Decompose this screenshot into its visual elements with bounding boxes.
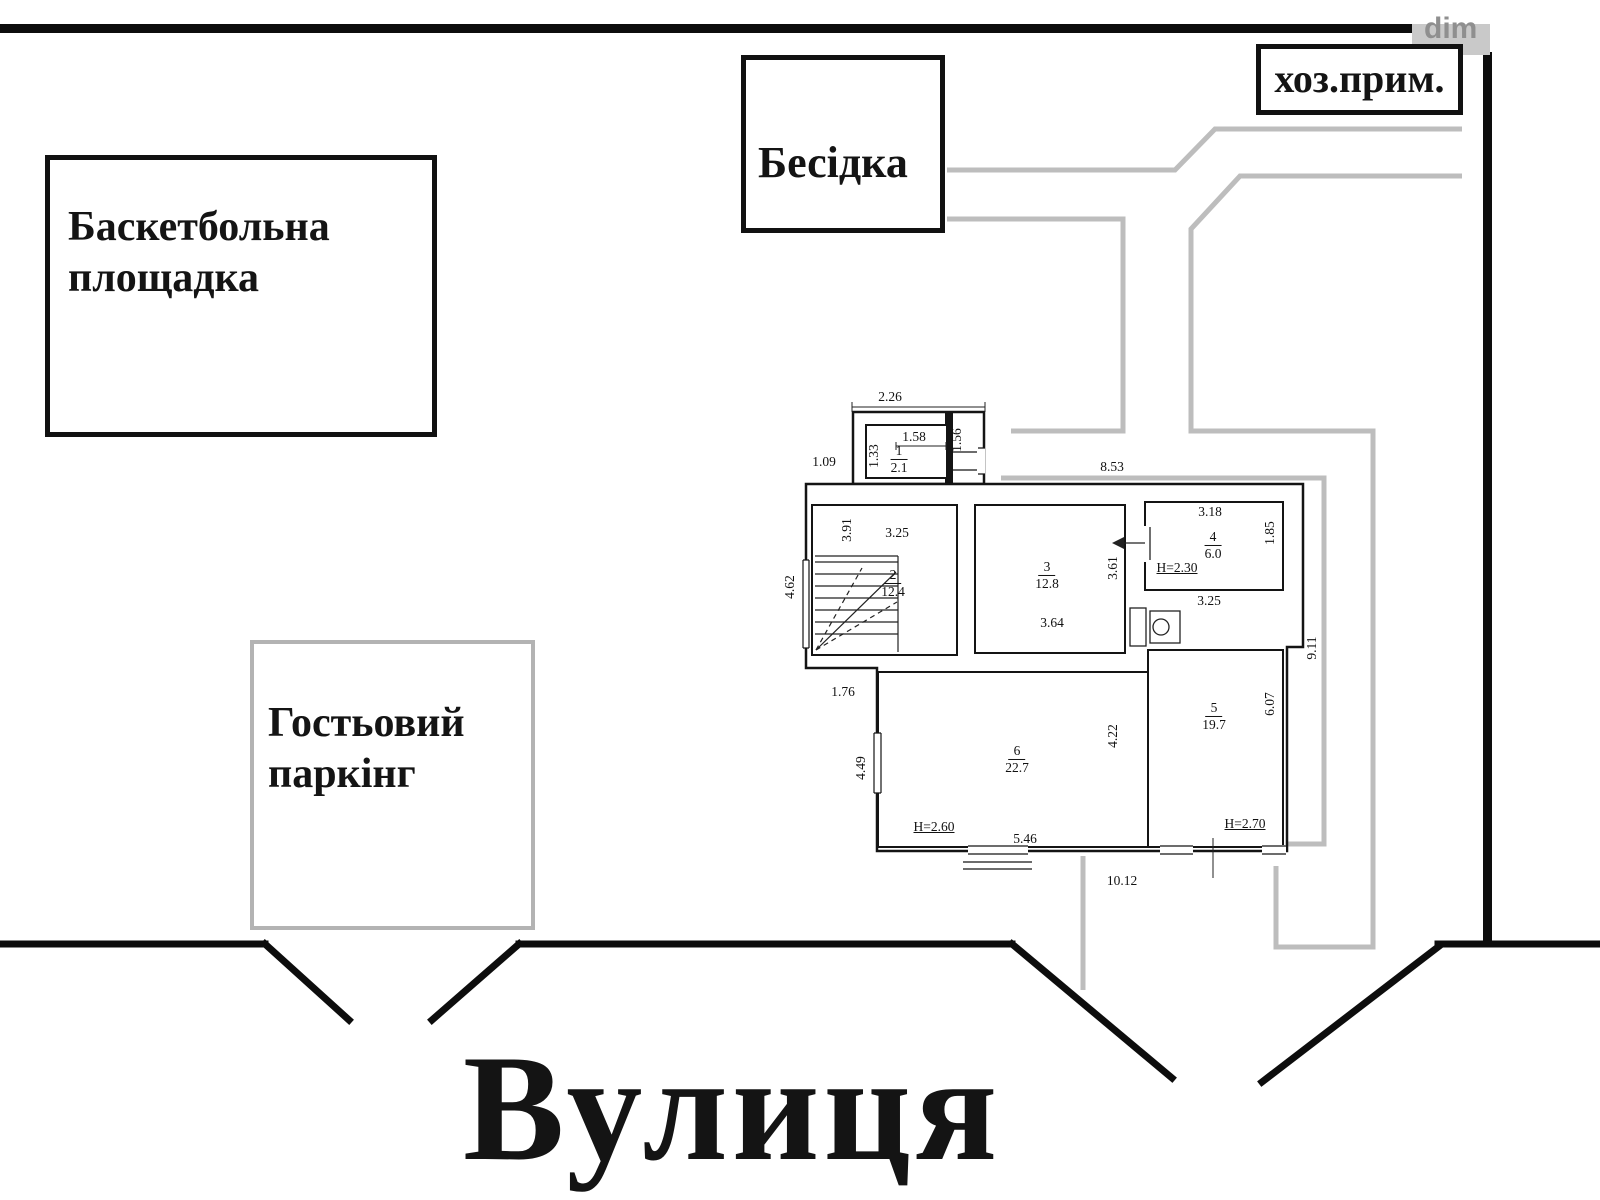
- dim-label: 4.49: [853, 756, 868, 780]
- room-6-box: [877, 671, 1149, 848]
- dim-label: 3.91: [839, 518, 854, 542]
- basketball-court-box: Баскетбольна площадка: [45, 155, 437, 437]
- dim-label: H=2.70: [1224, 816, 1266, 831]
- dim-label: 3.18: [1198, 504, 1222, 519]
- watermark-text: dim: [1424, 12, 1478, 45]
- walkway-path: [1001, 475, 1327, 847]
- dim-label: 1.58: [902, 429, 926, 444]
- dim-label: 6.07: [1262, 692, 1277, 716]
- room-6-label: 6 22.7: [1005, 742, 1029, 775]
- street-label: Вулиця: [463, 1024, 1002, 1192]
- walkway-path: [947, 216, 1126, 434]
- room-1-label: 1 2.1: [890, 442, 908, 475]
- dim-label: 10.12: [1106, 873, 1138, 888]
- walkway-path: [947, 126, 1462, 173]
- street-line: [0, 939, 1600, 1087]
- walkway-path: [1188, 173, 1462, 950]
- dim-label: 9.11: [1304, 636, 1319, 660]
- house-floor-plan: [802, 402, 1305, 878]
- dim-label: 1.09: [812, 454, 836, 469]
- room-3-label: 3 12.8: [1035, 558, 1059, 591]
- dimension-lines: [851, 402, 1214, 878]
- dim-label: 2.26: [878, 389, 902, 404]
- dim-label: 3.25: [1197, 593, 1221, 608]
- dim-label: 3.61: [1105, 556, 1120, 580]
- entry-door-arrow: [1112, 526, 1151, 562]
- gazebo-label: Бесідка: [758, 138, 908, 187]
- garage-door-marks: [953, 451, 978, 471]
- dim-label: 1.76: [831, 684, 855, 699]
- dim-label: H=2.30: [1156, 560, 1198, 575]
- top-border: [0, 24, 1412, 33]
- property-borders: [0, 24, 1492, 947]
- guest-parking-label: Гостьовий паркінг: [268, 700, 465, 798]
- dim-label: H=2.60: [913, 819, 955, 834]
- room-3-box: [974, 504, 1126, 654]
- room-5-box: [1147, 649, 1284, 848]
- dim-label: 1.85: [1262, 521, 1277, 545]
- dim-label: 1.56: [949, 428, 964, 452]
- dim-label: 5.46: [1013, 831, 1037, 846]
- staircase: [815, 555, 899, 652]
- dim-label: 3.25: [885, 525, 909, 540]
- room-1-box: [865, 424, 948, 479]
- gazebo-box: Бесідка: [741, 55, 945, 233]
- toilet-fixture: [1129, 607, 1181, 647]
- windows: [802, 447, 1286, 870]
- utility-room-label: хоз.прим.: [1274, 56, 1445, 102]
- garage-inner-wall: [945, 412, 953, 484]
- dim-label: 3.64: [1040, 615, 1064, 630]
- right-border: [1483, 52, 1492, 947]
- dim-label: 4.22: [1105, 724, 1120, 748]
- dim-label: 8.53: [1100, 459, 1124, 474]
- basketball-court-label: Баскетбольна площадка: [68, 204, 330, 302]
- room-5-label: 5 19.7: [1202, 699, 1226, 732]
- utility-room-box: хоз.прим.: [1256, 44, 1463, 115]
- room-2-label: 2 12.4: [881, 566, 905, 599]
- dim-label: 4.62: [782, 575, 797, 599]
- walkway-paths: [947, 126, 1462, 990]
- dim-label: 1.33: [866, 444, 881, 468]
- guest-parking-box: Гостьовий паркінг: [250, 640, 535, 930]
- room-4-label: 4 6.0: [1204, 528, 1222, 561]
